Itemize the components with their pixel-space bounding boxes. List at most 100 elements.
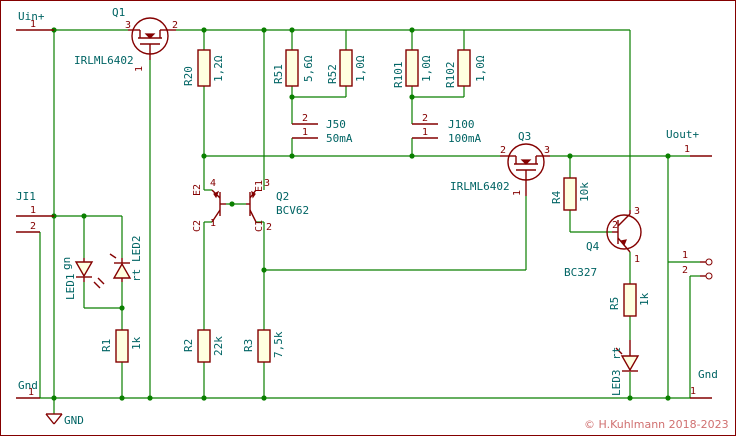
gnd-symbol: GND [45, 413, 84, 427]
resistor-r51: R51 5,6Ω [272, 49, 315, 87]
r20-value: 1,2Ω [212, 55, 225, 82]
q2-value: BCV62 [276, 204, 309, 217]
r5-value: 1k [638, 292, 651, 306]
svg-text:3: 3 [544, 145, 550, 156]
r2-ref: R2 [182, 339, 195, 352]
copyright-text: © H.Kuhlmann 2018-2023 [584, 418, 729, 431]
connector-uin: Uin+ 1 [16, 10, 54, 31]
svg-text:1: 1 [30, 19, 36, 30]
mosfet-q1: 3 2 1 Q1 IRLML6402 [74, 6, 178, 72]
r2-value: 22k [212, 336, 225, 356]
r102-ref: R102 [444, 62, 457, 89]
resistor-r102: R102 1,0Ω [444, 49, 487, 89]
gnd-in-label: Gnd [18, 379, 38, 392]
resistor-r52: R52 1,0Ω [326, 49, 367, 87]
r1-ref: R1 [100, 339, 113, 352]
resistor-r20: R20 1,2Ω [182, 49, 225, 87]
r51-ref: R51 [272, 64, 285, 84]
svg-text:2: 2 [266, 222, 272, 233]
svg-text:2: 2 [172, 20, 178, 31]
j100-label: J100 [448, 118, 475, 131]
mosfet-q3: 2 3 1 Q3 IRLML6402 [450, 130, 550, 196]
r1-value: 1k [130, 336, 143, 350]
svg-text:3: 3 [125, 20, 131, 31]
connector-gnd-out: Gnd 1 [690, 368, 718, 399]
connector-ji1: JI1 1 2 [16, 190, 54, 233]
resistor-r4: R4 10k [550, 177, 591, 211]
uout-label: Uout+ [666, 128, 699, 141]
svg-text:2: 2 [612, 220, 618, 231]
led3-ref: LED3 [610, 370, 623, 397]
resistor-r5: R5 1k [608, 283, 651, 317]
j50-label: J50 [326, 118, 346, 131]
r102-value: 1,0Ω [474, 55, 487, 82]
svg-text:1: 1 [512, 190, 523, 196]
svg-text:1: 1 [134, 66, 145, 72]
svg-text:4: 4 [210, 178, 216, 189]
svg-text:E1: E1 [254, 180, 265, 192]
wires [39, 29, 700, 414]
svg-text:C1: C1 [254, 220, 265, 232]
connector-jout: 1 2 [682, 250, 713, 280]
q3-ref: Q3 [518, 130, 531, 143]
uin-label: Uin+ [18, 10, 45, 23]
svg-text:3: 3 [634, 206, 640, 217]
connector-uout: Uout+ 1 [666, 128, 712, 157]
led2: LED2 rt [109, 236, 143, 282]
led2-value: rt [130, 269, 143, 282]
svg-text:2: 2 [682, 265, 688, 276]
led2-ref: LED2 [130, 236, 143, 263]
svg-text:1: 1 [690, 386, 696, 397]
svg-text:C2: C2 [192, 220, 203, 232]
gnd-out-label: Gnd [698, 368, 718, 381]
resistor-r101: R101 1,0Ω [392, 49, 433, 89]
svg-text:2: 2 [500, 145, 506, 156]
svg-text:1: 1 [634, 254, 640, 265]
jumper-j100: 2 1 J100 100mA [412, 113, 481, 145]
r20-ref: R20 [182, 66, 195, 86]
r101-value: 1,0Ω [420, 55, 433, 82]
j100-value: 100mA [448, 132, 481, 145]
led3: LED3 rt [610, 340, 640, 397]
q1-value: IRLML6402 [74, 54, 134, 67]
jumper-j50: 2 1 J50 50mA [292, 113, 353, 145]
ji1-label: JI1 [16, 190, 36, 203]
r3-value: 7,5k [272, 331, 285, 358]
q3-value: IRLML6402 [450, 180, 510, 193]
led1-value: gn [60, 257, 73, 270]
r5-ref: R5 [608, 297, 621, 310]
svg-text:1: 1 [30, 205, 36, 216]
svg-text:1: 1 [302, 127, 308, 138]
r4-ref: R4 [550, 190, 563, 204]
r101-ref: R101 [392, 62, 405, 89]
transistor-q4: 2 3 1 Q4 BC327 [564, 206, 642, 279]
transistor-q2: E2 4 C2 1 E1 3 C1 2 Q2 BCV62 [192, 178, 309, 233]
r52-value: 1,0Ω [354, 55, 367, 82]
r51-value: 5,6Ω [302, 55, 315, 82]
svg-text:1: 1 [682, 250, 688, 261]
led3-value: rt [610, 347, 623, 360]
svg-text:1: 1 [28, 387, 34, 398]
svg-text:E2: E2 [192, 184, 203, 196]
gnd-symbol-label: GND [64, 414, 84, 427]
svg-text:1: 1 [684, 144, 690, 155]
svg-text:1: 1 [210, 218, 216, 229]
svg-text:3: 3 [264, 178, 270, 189]
connector-gnd-in: Gnd 1 [16, 379, 40, 399]
resistor-r3: R3 7,5k [242, 329, 285, 363]
svg-text:1: 1 [422, 127, 428, 138]
junctions [51, 27, 671, 401]
led1-ref: LED1 [64, 274, 77, 301]
svg-text:2: 2 [422, 113, 428, 124]
q4-value: BC327 [564, 266, 597, 279]
q4-ref: Q4 [586, 240, 600, 253]
resistor-r1: R1 1k [100, 329, 143, 363]
q2-ref: Q2 [276, 190, 289, 203]
j50-value: 50mA [326, 132, 353, 145]
resistor-r2: R2 22k [182, 329, 225, 363]
svg-text:2: 2 [302, 113, 308, 124]
q1-ref: Q1 [112, 6, 125, 19]
r3-ref: R3 [242, 339, 255, 352]
